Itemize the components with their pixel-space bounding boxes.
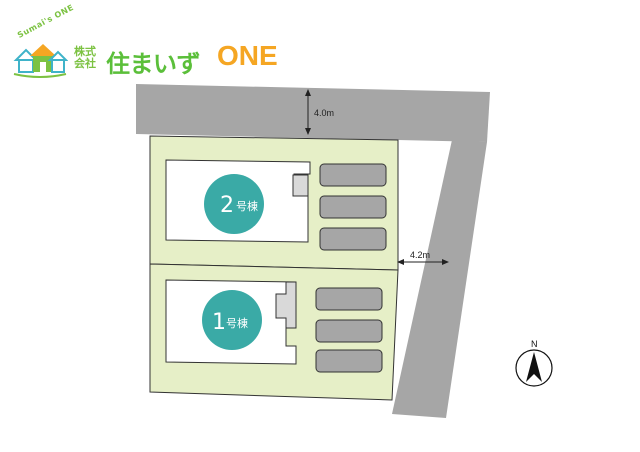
parking-space bbox=[319, 163, 387, 187]
north-road-width-label: 4.0m bbox=[314, 108, 334, 118]
north-label: N bbox=[531, 339, 538, 349]
company-logo: Sumai's ONE 株式 会社 住まいず ONE bbox=[12, 3, 282, 82]
parking-space bbox=[315, 287, 383, 311]
building-2-badge: 2 号棟 bbox=[204, 174, 264, 234]
brand-name-en: ONE bbox=[217, 40, 278, 71]
north-arrow: N bbox=[515, 339, 553, 387]
house-logo-icon bbox=[13, 44, 68, 78]
east-road-width-label: 4.2m bbox=[410, 250, 430, 260]
building-2-number: 2 bbox=[220, 193, 234, 218]
parking-space bbox=[315, 349, 383, 373]
building-2-porch bbox=[292, 174, 309, 197]
corp-label-line1: 株式 bbox=[74, 45, 96, 58]
building-1-suffix: 号棟 bbox=[226, 316, 248, 330]
road-north bbox=[136, 84, 490, 142]
dimension-east-road: 4.2m bbox=[397, 250, 449, 265]
building-1-number: 1 bbox=[212, 310, 226, 335]
brand-name-jp: 住まいず bbox=[106, 50, 201, 78]
building-2-suffix: 号棟 bbox=[236, 199, 258, 213]
road-east bbox=[392, 140, 487, 418]
dimension-north-road: 4.0m bbox=[305, 89, 334, 135]
parking-space bbox=[319, 227, 387, 251]
corp-label-line2: 会社 bbox=[74, 57, 96, 70]
building-2-badge-circle bbox=[204, 174, 264, 234]
parking-space bbox=[315, 319, 383, 343]
corp-label: 株式 会社 bbox=[74, 46, 104, 70]
building-1-porch bbox=[275, 281, 297, 329]
building-1-badge: 1 号棟 bbox=[202, 290, 262, 350]
parking-space bbox=[319, 195, 387, 219]
north-arrow-icon bbox=[526, 352, 542, 382]
building-1-badge-circle bbox=[202, 290, 262, 350]
